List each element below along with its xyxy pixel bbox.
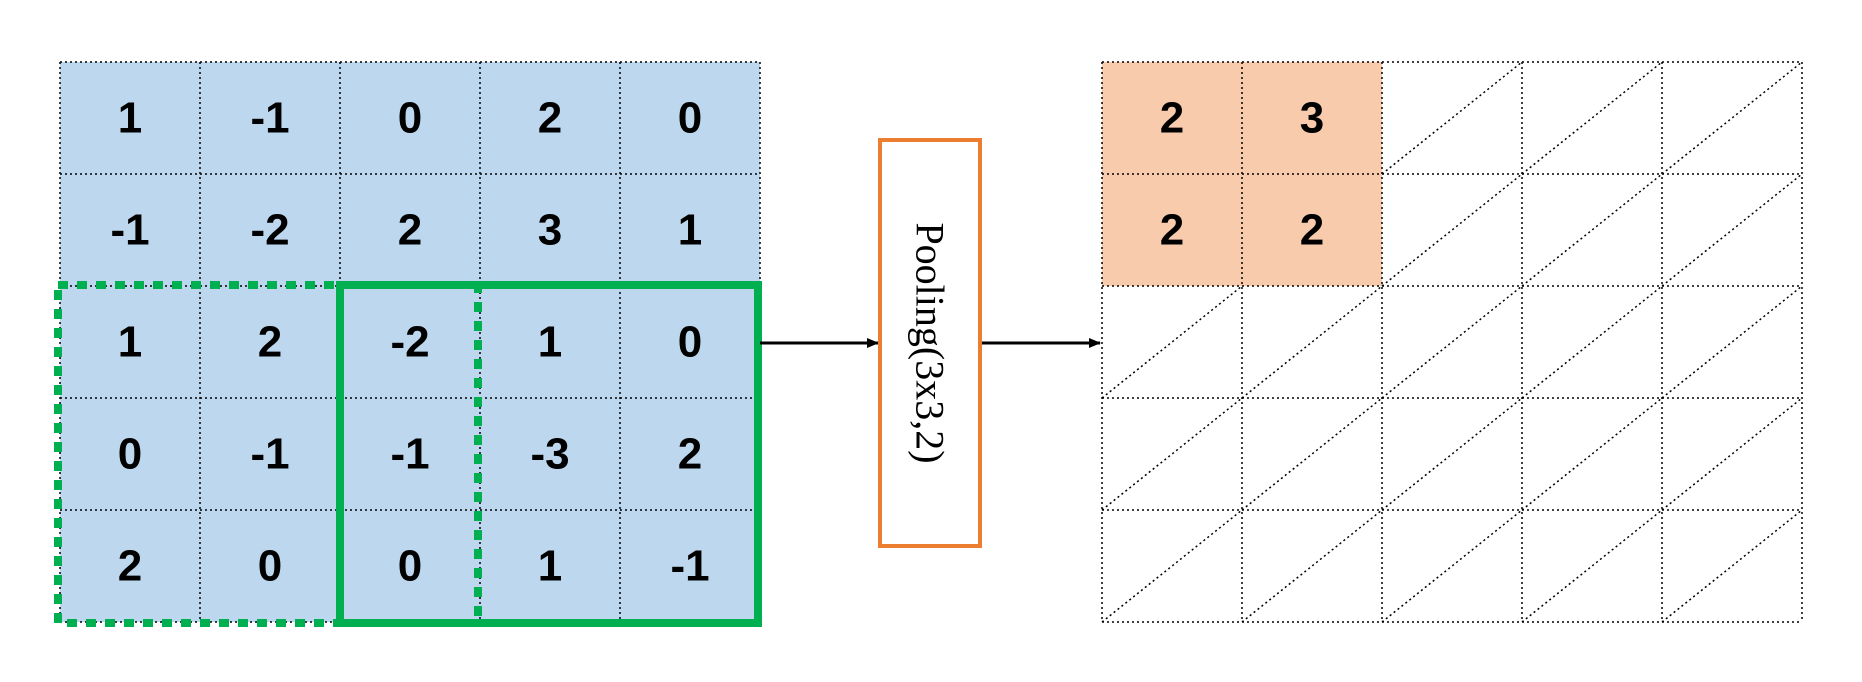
empty-cell-diagonal [1521, 397, 1663, 511]
output-values: 2 3 2 2 [1160, 94, 1324, 255]
empty-cell-diagonal [1381, 61, 1523, 175]
empty-cell-diagonal [1661, 61, 1803, 175]
empty-cell-diagonal [1241, 509, 1383, 623]
empty-cell-diagonal [1521, 173, 1663, 287]
input-cell-value: 2 [538, 94, 562, 143]
input-cell-value: 2 [678, 430, 702, 479]
input-grid [59, 61, 761, 623]
input-cell-value: 3 [538, 206, 562, 255]
pooling-box [878, 138, 982, 548]
input-cell-value: 2 [398, 206, 422, 255]
input-cell-value: -1 [110, 206, 149, 255]
empty-cell-diagonal [1381, 285, 1523, 399]
pooling-label: Pooling(3x3,2) [908, 222, 953, 463]
input-cell-value: 1 [538, 318, 562, 367]
empty-cell-diagonal [1101, 397, 1243, 511]
empty-cell-diagonal [1381, 397, 1523, 511]
input-cell-value: 0 [398, 94, 422, 143]
empty-cell-diagonal [1521, 509, 1663, 623]
input-cell-value: 0 [118, 430, 142, 479]
input-cell-value: -1 [670, 542, 709, 591]
pooling-window-solid [336, 281, 762, 627]
input-cell-value: 1 [538, 542, 562, 591]
empty-cell-diagonal [1381, 173, 1523, 287]
empty-cell-diagonal [1521, 61, 1663, 175]
empty-cell-diagonal [1661, 509, 1803, 623]
output-cell-value: 3 [1300, 94, 1324, 143]
input-cell-value: -1 [250, 94, 289, 143]
input-cell-value: 0 [258, 542, 282, 591]
input-cell-value: 2 [258, 318, 282, 367]
input-cell-value: -3 [530, 430, 569, 479]
pooling-window-dashed [54, 281, 482, 627]
input-values: 1 -1 0 2 0 -1 -2 2 3 1 1 2 -2 1 0 0 -1 -1 -3 2 2 0 0 1 -1 [110, 94, 709, 591]
empty-cell-diagonal [1101, 285, 1243, 399]
empty-cell-diagonal [1241, 285, 1383, 399]
output-cell-value: 2 [1160, 206, 1184, 255]
empty-cell-diagonal [1661, 173, 1803, 287]
output-grid [1101, 61, 1803, 623]
empty-cell-diagonal [1521, 285, 1663, 399]
output-cell-value: 2 [1160, 94, 1184, 143]
empty-cell-diagonal [1101, 509, 1243, 623]
input-cell-value: 1 [678, 206, 702, 255]
input-cell-value: -1 [390, 430, 429, 479]
input-cell-value: -1 [250, 430, 289, 479]
empty-cell-diagonal [1661, 397, 1803, 511]
input-cell-value: 0 [398, 542, 422, 591]
empty-cell-diagonal [1241, 397, 1383, 511]
input-cell-value: -2 [250, 206, 289, 255]
input-cell-value: 1 [118, 318, 142, 367]
output-cell-value: 2 [1300, 206, 1324, 255]
input-cell-value: 0 [678, 94, 702, 143]
empty-cell-diagonal [1381, 509, 1523, 623]
empty-cell-diagonal [1661, 285, 1803, 399]
input-grid-background [60, 62, 760, 622]
input-cell-value: 0 [678, 318, 702, 367]
input-cell-value: -2 [390, 318, 429, 367]
input-cell-value: 1 [118, 94, 142, 143]
input-cell-value: 2 [118, 542, 142, 591]
